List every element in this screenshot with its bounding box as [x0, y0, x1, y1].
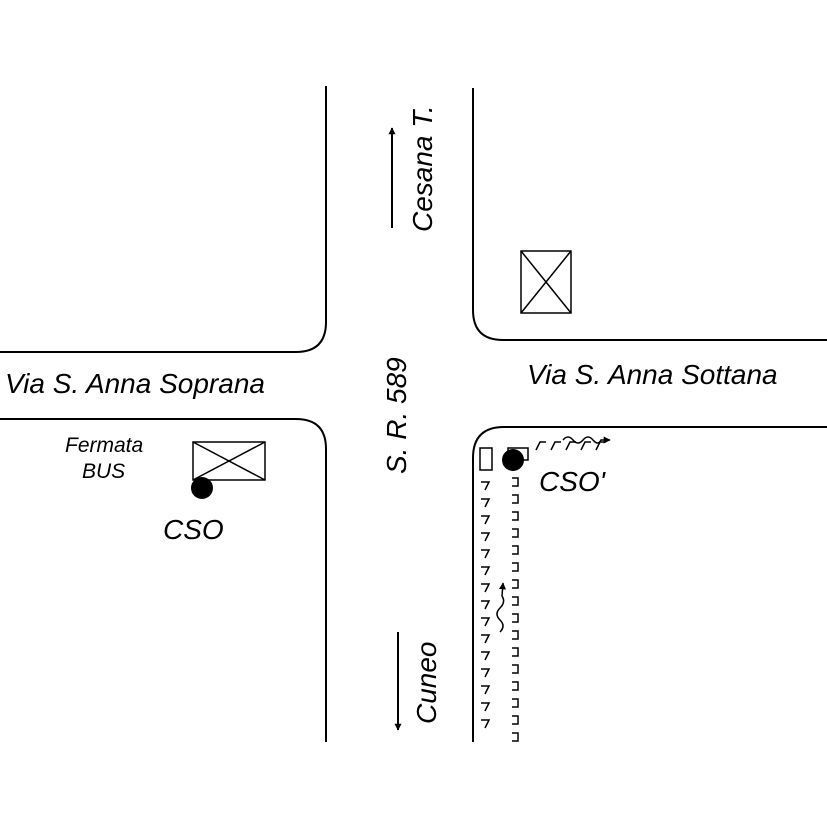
squiggle-arrow-vertical — [496, 582, 507, 633]
cso-prime-point-icon — [502, 449, 524, 471]
bus-stop-label-line1: Fermata — [65, 434, 143, 457]
road-edge-bottom-right — [472, 426, 827, 742]
hatch-tick — [512, 579, 519, 589]
direction-label-north: Cesana T. — [407, 105, 438, 232]
direction-label-south: Cuneo — [411, 641, 442, 724]
hatch-tick — [512, 698, 519, 708]
hatch-tick — [512, 647, 519, 657]
road-edge-top-left — [0, 86, 327, 353]
squiggle-arrow-horizontal — [562, 436, 611, 444]
hatch-tick — [550, 441, 561, 451]
hatch-tick — [481, 685, 491, 695]
building-top-right — [520, 250, 572, 314]
hatch-tick — [512, 630, 519, 640]
hatch-tick — [481, 481, 491, 491]
hatch-tick — [565, 441, 576, 451]
hatch-tick — [481, 702, 491, 712]
hatch-tick — [512, 477, 519, 487]
hatch-tick — [481, 651, 491, 661]
hatch-tick — [512, 596, 519, 606]
hatch-tick — [481, 583, 491, 593]
hatch-tick — [481, 498, 491, 508]
hatch-tick — [535, 441, 546, 451]
hatch-tick — [481, 549, 491, 559]
hatch-tick — [481, 634, 491, 644]
hatch-tick — [512, 681, 519, 691]
hatch-tick — [512, 562, 519, 572]
street-label-main: S. R. 589 — [381, 357, 412, 474]
hatch-tick — [512, 664, 519, 674]
hatch-tick — [512, 528, 519, 538]
street-label-east: Via S. Anna Sottana — [527, 359, 778, 390]
hatch-tick — [512, 511, 519, 521]
hatch-tick — [580, 441, 591, 451]
cso-prime-label: CSO' — [539, 466, 607, 497]
sidewalk-hatching — [481, 441, 606, 742]
hatch-tick — [512, 545, 519, 555]
hatch-tick — [481, 617, 491, 627]
hatch-tick — [481, 515, 491, 525]
cso-label: CSO — [163, 514, 224, 545]
hatch-tick — [512, 715, 519, 725]
road-edge-bottom-left — [0, 418, 327, 742]
hatch-tick — [512, 613, 519, 623]
hatch-tick — [512, 494, 519, 504]
hatch-tick — [481, 532, 491, 542]
hatch-tick — [481, 668, 491, 678]
curb-marker-left — [479, 447, 493, 471]
hatch-tick — [512, 732, 519, 742]
hatch-tick — [481, 719, 491, 729]
street-label-west: Via S. Anna Soprana — [5, 368, 265, 399]
hatch-tick — [481, 600, 491, 610]
road-edge-top-right — [472, 88, 827, 341]
bus-stop-shelter — [192, 441, 266, 481]
bus-stop-label-line2: BUS — [82, 460, 125, 483]
cso-point-icon — [191, 477, 213, 499]
hatch-tick — [481, 566, 491, 576]
